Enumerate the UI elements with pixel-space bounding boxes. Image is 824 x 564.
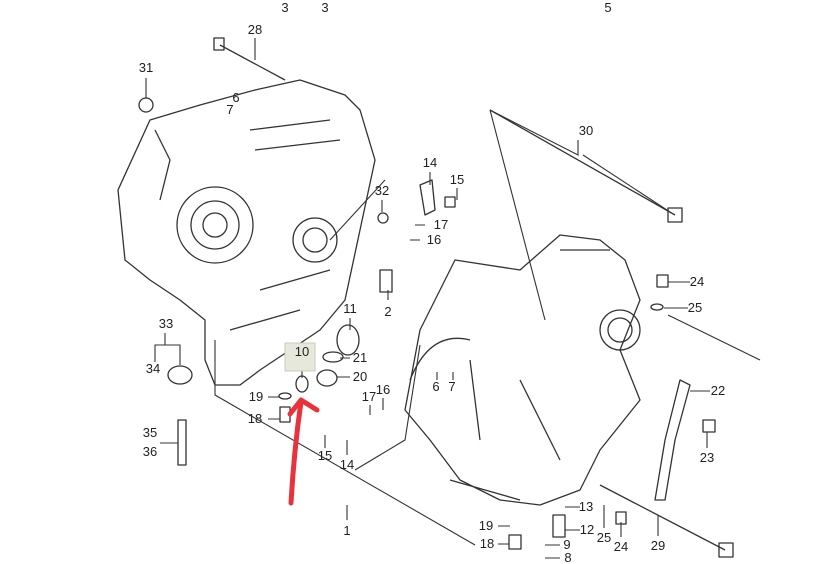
- callout-label-24: 24: [614, 539, 628, 554]
- callout-label-7: 7: [226, 102, 233, 117]
- callout-label-24: 24: [690, 274, 704, 289]
- callout-label-34: 34: [146, 361, 160, 376]
- callout-label-31: 31: [139, 60, 153, 75]
- callout-label-6: 6: [232, 90, 239, 105]
- callout-label-22: 22: [711, 383, 725, 398]
- callout-label-5: 5: [604, 0, 611, 15]
- callout-label-18: 18: [248, 411, 262, 426]
- small-parts: [138, 37, 734, 558]
- callout-label-16: 16: [376, 382, 390, 397]
- callout-label-10: 10: [295, 344, 309, 359]
- callout-label-2: 2: [384, 304, 391, 319]
- callout-label-20: 20: [353, 369, 367, 384]
- callout-label-23: 23: [700, 450, 714, 465]
- callout-label-14: 14: [423, 155, 437, 170]
- callout-label-7: 7: [448, 379, 455, 394]
- callout-label-13: 13: [579, 499, 593, 514]
- callout-label-14: 14: [340, 457, 354, 472]
- callout-label-8: 8: [564, 550, 571, 564]
- highlight-box-part-10: [284, 342, 316, 372]
- callout-label-25: 25: [597, 530, 611, 545]
- callout-label-19: 19: [249, 389, 263, 404]
- callout-label-17: 17: [362, 389, 376, 404]
- callout-label-15: 15: [318, 448, 332, 463]
- callout-label-3: 3: [321, 0, 328, 15]
- callout-label-11: 11: [343, 301, 357, 316]
- callout-label-1: 1: [343, 523, 350, 538]
- callout-label-12: 12: [580, 522, 594, 537]
- callout-label-25: 25: [688, 300, 702, 315]
- callout-label-21: 21: [353, 350, 367, 365]
- callout-label-36: 36: [143, 444, 157, 459]
- left-crankcase: [117, 79, 376, 386]
- red-arrow-annotation: [287, 397, 320, 506]
- callout-label-15: 15: [450, 172, 464, 187]
- callout-label-9: 9: [563, 537, 570, 552]
- callout-label-6: 6: [432, 379, 439, 394]
- callout-label-3: 3: [281, 0, 288, 15]
- callout-label-17: 17: [434, 217, 448, 232]
- callout-label-32: 32: [375, 183, 389, 198]
- callout-label-29: 29: [651, 538, 665, 553]
- callout-label-35: 35: [143, 425, 157, 440]
- callout-label-19: 19: [479, 518, 493, 533]
- callout-label-18: 18: [480, 536, 494, 551]
- callout-label-30: 30: [579, 123, 593, 138]
- callout-label-33: 33: [159, 316, 173, 331]
- callout-label-16: 16: [427, 232, 441, 247]
- right-crankcase: [404, 234, 641, 506]
- callout-label-28: 28: [248, 22, 262, 37]
